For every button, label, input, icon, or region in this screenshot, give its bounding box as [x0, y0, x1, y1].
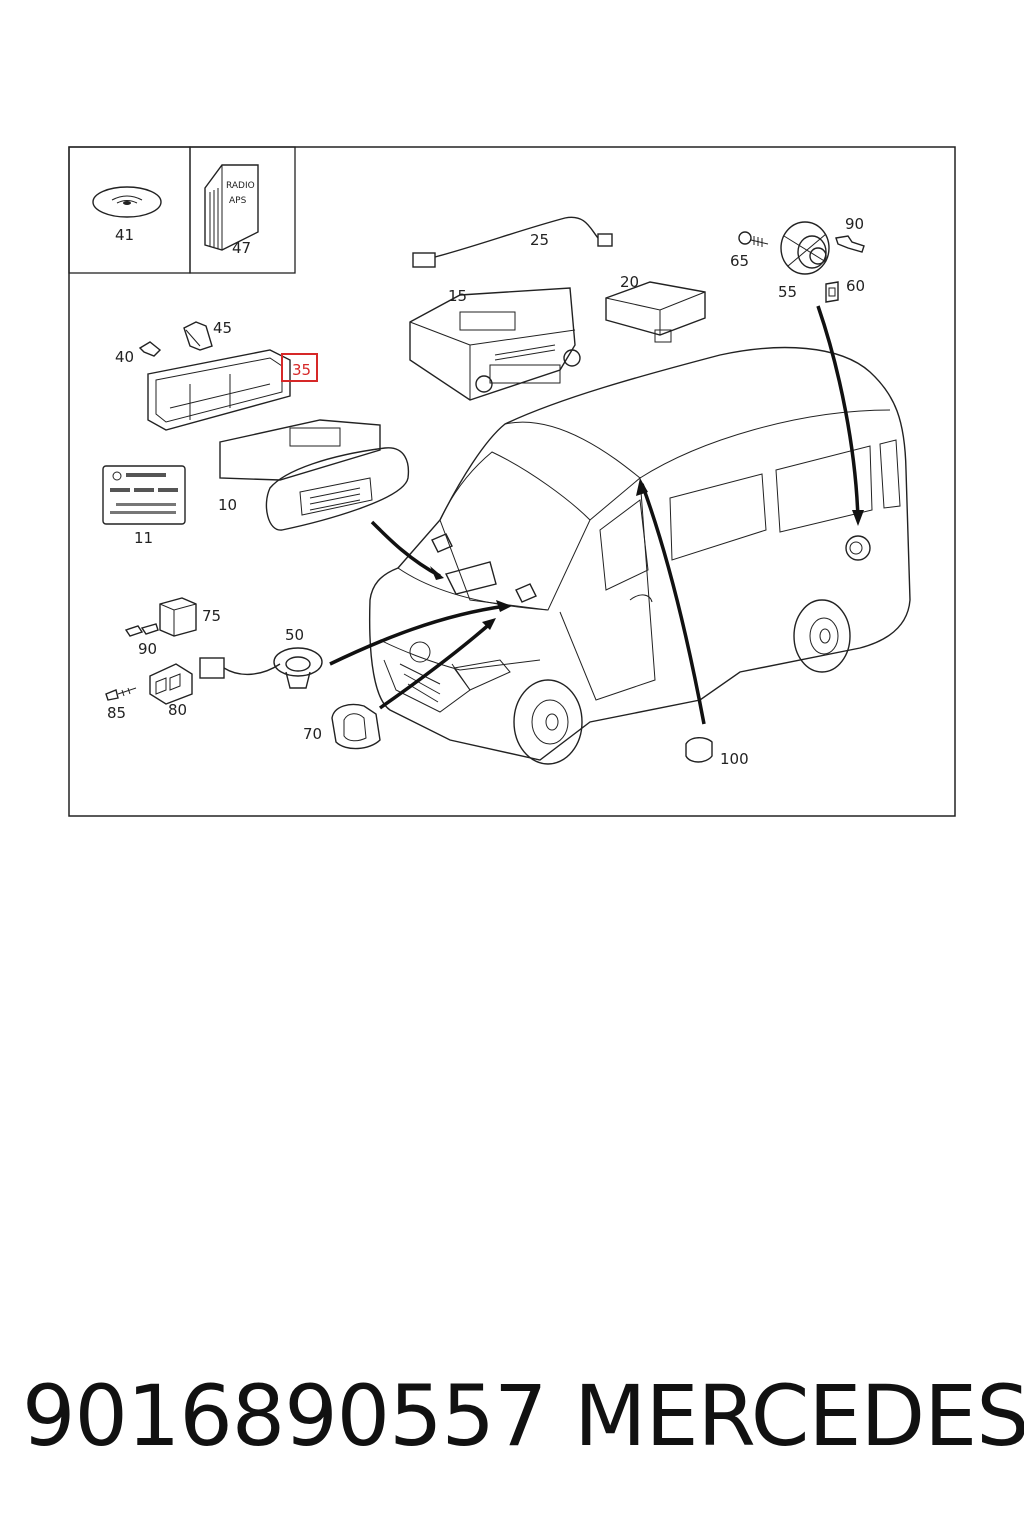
callout-10: 10	[218, 496, 237, 514]
van-illustration	[368, 346, 911, 765]
part-90-clip-top	[835, 235, 865, 253]
part-65-screw	[738, 231, 769, 247]
part-75-connector	[159, 597, 197, 637]
part-60-bracket	[825, 281, 839, 303]
callout-47: 47	[232, 239, 251, 257]
part-50-speaker	[199, 647, 323, 689]
part-11-label	[102, 465, 186, 525]
part-70-bracket	[331, 703, 381, 750]
callout-15: 15	[448, 287, 467, 305]
callout-85: 85	[107, 704, 126, 722]
part-10-radio	[219, 419, 410, 531]
callout-60: 60	[846, 277, 865, 295]
part-41-disc	[92, 186, 162, 218]
callout-40: 40	[115, 348, 134, 366]
inset-box-47	[189, 146, 296, 274]
callout-90-left: 90	[138, 640, 157, 658]
part-80-connector	[149, 663, 193, 705]
part-15-radio	[409, 287, 581, 401]
callout-50: 50	[285, 626, 304, 644]
inset-box-41	[68, 146, 191, 274]
diagram-frame	[68, 146, 956, 817]
callout-75: 75	[202, 607, 221, 625]
callout-55: 55	[778, 283, 797, 301]
part-40-clip	[138, 341, 162, 357]
assembly-arrows	[329, 305, 864, 725]
callout-11: 11	[134, 529, 153, 547]
callout-90-top: 90	[845, 215, 864, 233]
part-20-module	[605, 281, 706, 343]
part-90-clip-left	[124, 623, 159, 637]
highlight-box-35	[281, 353, 318, 382]
callout-20: 20	[620, 273, 639, 291]
booklet-line2: APS	[229, 196, 247, 206]
part-45-bracket	[183, 321, 213, 351]
callout-80: 80	[168, 701, 187, 719]
brand-name: MERCEDES	[574, 1367, 1024, 1465]
callout-35: 35	[292, 361, 311, 379]
part-25-cable	[412, 216, 613, 268]
callout-100: 100	[720, 750, 749, 768]
callout-65: 65	[730, 252, 749, 270]
part-number: 9016890557	[22, 1367, 547, 1465]
callout-41: 41	[115, 226, 134, 244]
callout-45: 45	[213, 319, 232, 337]
part-55-speaker	[780, 221, 830, 275]
part-100-cap	[685, 737, 713, 763]
part-85-bolt	[105, 687, 137, 701]
booklet-line1: RADIO	[226, 181, 255, 191]
callout-25: 25	[530, 231, 549, 249]
part-35-mounting-frame	[147, 349, 291, 431]
callout-70: 70	[303, 725, 322, 743]
part-47-booklet: RADIO APS	[204, 164, 259, 251]
